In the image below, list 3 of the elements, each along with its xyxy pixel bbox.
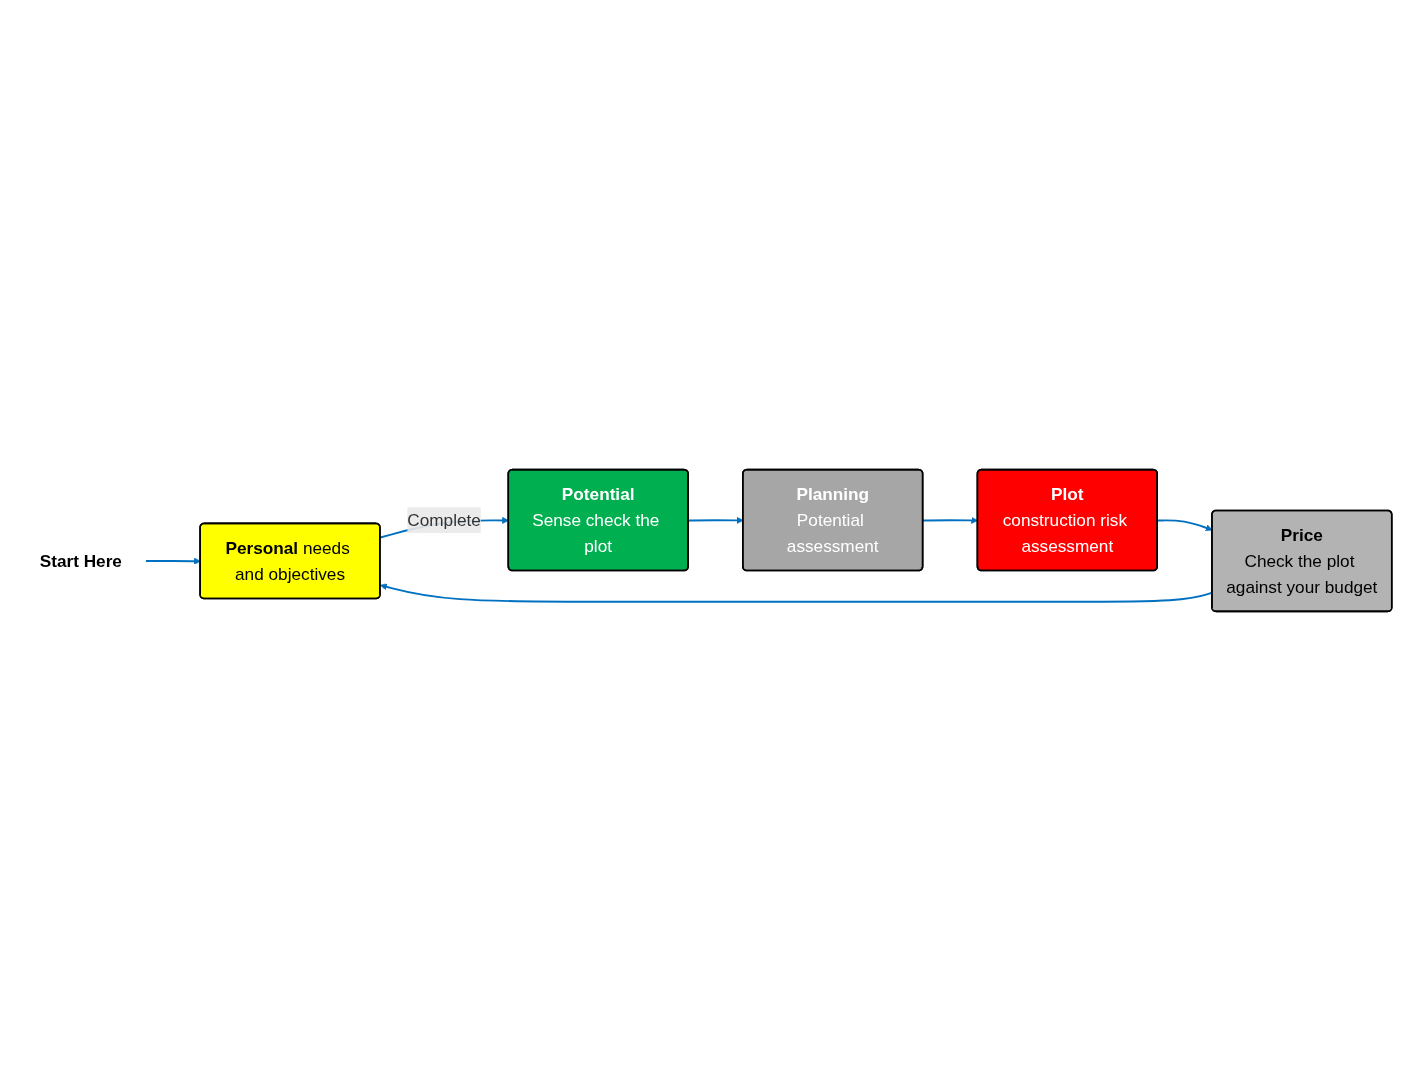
arrow — [144, 557, 201, 565]
node-text: Start Here — [39, 551, 122, 571]
edge-label: Complete — [407, 510, 481, 530]
